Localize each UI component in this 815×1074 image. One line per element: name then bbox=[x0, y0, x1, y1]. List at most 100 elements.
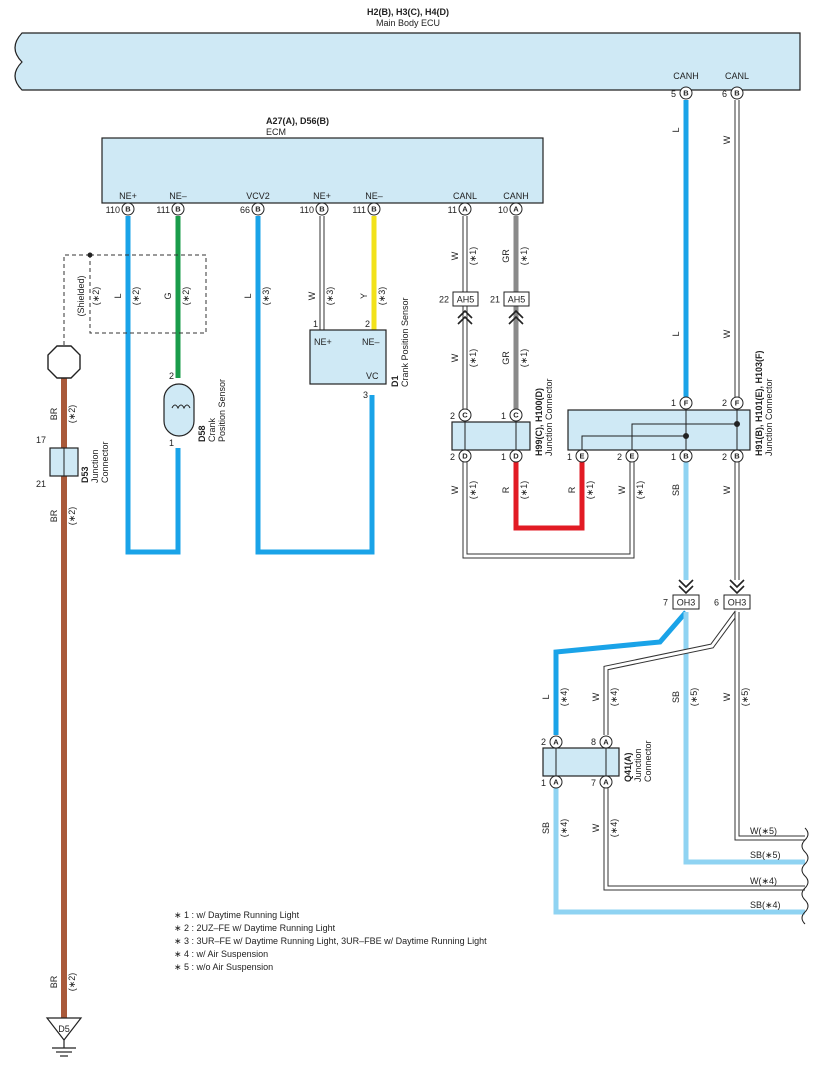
footnotes: ∗ 1 : w/ Daytime Running Light ∗ 2 : 2UZ… bbox=[174, 910, 487, 972]
h91-internal bbox=[581, 410, 740, 450]
wire-oh3-sb-right bbox=[683, 612, 805, 865]
wire-label: W bbox=[722, 692, 732, 701]
d58-code: D58 bbox=[197, 425, 207, 442]
h99-code: H99(C), H100(D) bbox=[534, 388, 544, 456]
h99-name: Junction Connector bbox=[544, 378, 554, 456]
wire-label: SB bbox=[541, 822, 551, 834]
wire-label: (∗1) bbox=[635, 481, 645, 500]
d58-name1: Crank bbox=[207, 417, 217, 442]
main-ecu-pin-canh: CANH bbox=[673, 71, 699, 81]
pin-letter: D bbox=[513, 452, 519, 461]
pin-letter: A bbox=[462, 205, 468, 214]
wire-label: (∗2) bbox=[67, 507, 77, 526]
main-ecu-name: Main Body ECU bbox=[376, 18, 440, 28]
wire-label: GR bbox=[501, 249, 511, 263]
wire-label: Y bbox=[359, 293, 369, 299]
ecm-pin-sig: NE+ bbox=[119, 191, 137, 201]
pin-circle bbox=[730, 86, 744, 100]
ecm-pin-no: 111 bbox=[352, 205, 366, 215]
right-label-sb4: SB(∗4) bbox=[750, 900, 781, 910]
page-break-edge bbox=[801, 827, 809, 925]
pin-letter: A bbox=[553, 738, 559, 747]
h91-pin-no: 1 bbox=[567, 452, 572, 462]
wire-label: (∗1) bbox=[468, 481, 478, 500]
d1-ne-minus: NE– bbox=[362, 337, 380, 347]
h91-pin-no: 1 bbox=[671, 398, 676, 408]
pin-circle bbox=[730, 449, 744, 463]
main-ecu-pin-canl: CANL bbox=[725, 71, 749, 81]
d1-pin-no: 2 bbox=[365, 319, 370, 329]
wire-label: (∗5) bbox=[689, 688, 699, 707]
footnote: ∗ 2 : 2UZ–FE w/ Daytime Running Light bbox=[174, 923, 336, 933]
pin-circle bbox=[730, 396, 744, 410]
wire-label: W bbox=[722, 135, 732, 144]
oh3-label-left: OH3 bbox=[677, 598, 696, 608]
pin-letter: E bbox=[579, 452, 584, 461]
h99-pin-no: 1 bbox=[501, 411, 506, 421]
main-body-ecu-box bbox=[14, 32, 801, 91]
wire-label: BR bbox=[49, 975, 59, 988]
wire-label: L bbox=[243, 293, 253, 298]
d1-ne-plus: NE+ bbox=[314, 337, 332, 347]
ecm-pin-no: 110 bbox=[300, 205, 314, 215]
wire-label: (∗3) bbox=[261, 287, 271, 306]
pin-circle bbox=[509, 202, 523, 216]
d53-name1: Junction bbox=[90, 449, 100, 483]
pin-circle bbox=[367, 202, 381, 216]
q41-name2: Connector bbox=[643, 740, 653, 782]
ah5-pin-right: 21 bbox=[490, 295, 500, 305]
pin-letter: D bbox=[462, 452, 468, 461]
wire-label: (∗4) bbox=[559, 819, 569, 838]
ecm-pin-no: 111 bbox=[156, 205, 170, 215]
wire-oh3-l-to-q41 bbox=[553, 610, 688, 735]
wire-label: W bbox=[617, 485, 627, 494]
shield-box bbox=[63, 252, 207, 345]
wire-label: (∗2) bbox=[67, 405, 77, 424]
pin-letter: B bbox=[371, 205, 377, 214]
ecm-pin-sig: NE– bbox=[169, 191, 187, 201]
pin-circle bbox=[121, 202, 135, 216]
h99-pin-no: 2 bbox=[450, 411, 455, 421]
ecm-pin-sig: NE– bbox=[365, 191, 383, 201]
right-label-sb5: SB(∗5) bbox=[750, 850, 781, 860]
pin-letter: B bbox=[319, 205, 325, 214]
ecm-pin-sig: NE+ bbox=[313, 191, 331, 201]
wire-label: L bbox=[671, 331, 681, 336]
oh3-label-right: OH3 bbox=[728, 598, 747, 608]
wire-label: (∗2) bbox=[91, 287, 101, 306]
pin-letter: C bbox=[462, 411, 468, 420]
pin-letter: A bbox=[513, 205, 519, 214]
main-ecu-code: H2(B), H3(C), H4(D) bbox=[367, 7, 449, 17]
pin-letter: B bbox=[255, 205, 261, 214]
wire-label: L bbox=[541, 694, 551, 699]
wire-labels: L (∗2) G (∗2) (∗2) (Shielded) L (∗3) W (… bbox=[49, 127, 750, 991]
pin-circle bbox=[458, 449, 472, 463]
right-label-w5: W(∗5) bbox=[750, 826, 777, 836]
q41-pin-no: 1 bbox=[541, 778, 546, 788]
wire-label: (∗3) bbox=[377, 287, 387, 306]
wire-label: (∗1) bbox=[585, 481, 595, 500]
oh3-connector: OH3 OH3 7 6 bbox=[663, 579, 751, 610]
pin-circle bbox=[315, 202, 329, 216]
ecm-pin-no: 11 bbox=[448, 205, 457, 215]
oh3-pin-left: 7 bbox=[663, 598, 668, 608]
wire-label: BR bbox=[49, 509, 59, 522]
pin-letter: B bbox=[734, 89, 740, 98]
pin-circle bbox=[575, 449, 589, 463]
d58-pin-bot: 1 bbox=[169, 438, 174, 448]
pin-circle bbox=[679, 396, 693, 410]
d58-sensor bbox=[163, 383, 195, 437]
pin-letter: B bbox=[734, 452, 740, 461]
wire-label: (∗2) bbox=[131, 287, 141, 306]
ecm-pin-no: 10 bbox=[498, 205, 508, 215]
d1-name: Crank Position Sensor bbox=[400, 297, 410, 387]
pin-letter: F bbox=[684, 399, 689, 408]
wire-label: SB bbox=[671, 691, 681, 703]
pin-circle bbox=[599, 775, 613, 789]
d53-code: D53 bbox=[80, 466, 90, 483]
h91-box bbox=[567, 409, 751, 451]
pin-letter: A bbox=[603, 738, 609, 747]
h99-pin-no: 1 bbox=[501, 452, 506, 462]
